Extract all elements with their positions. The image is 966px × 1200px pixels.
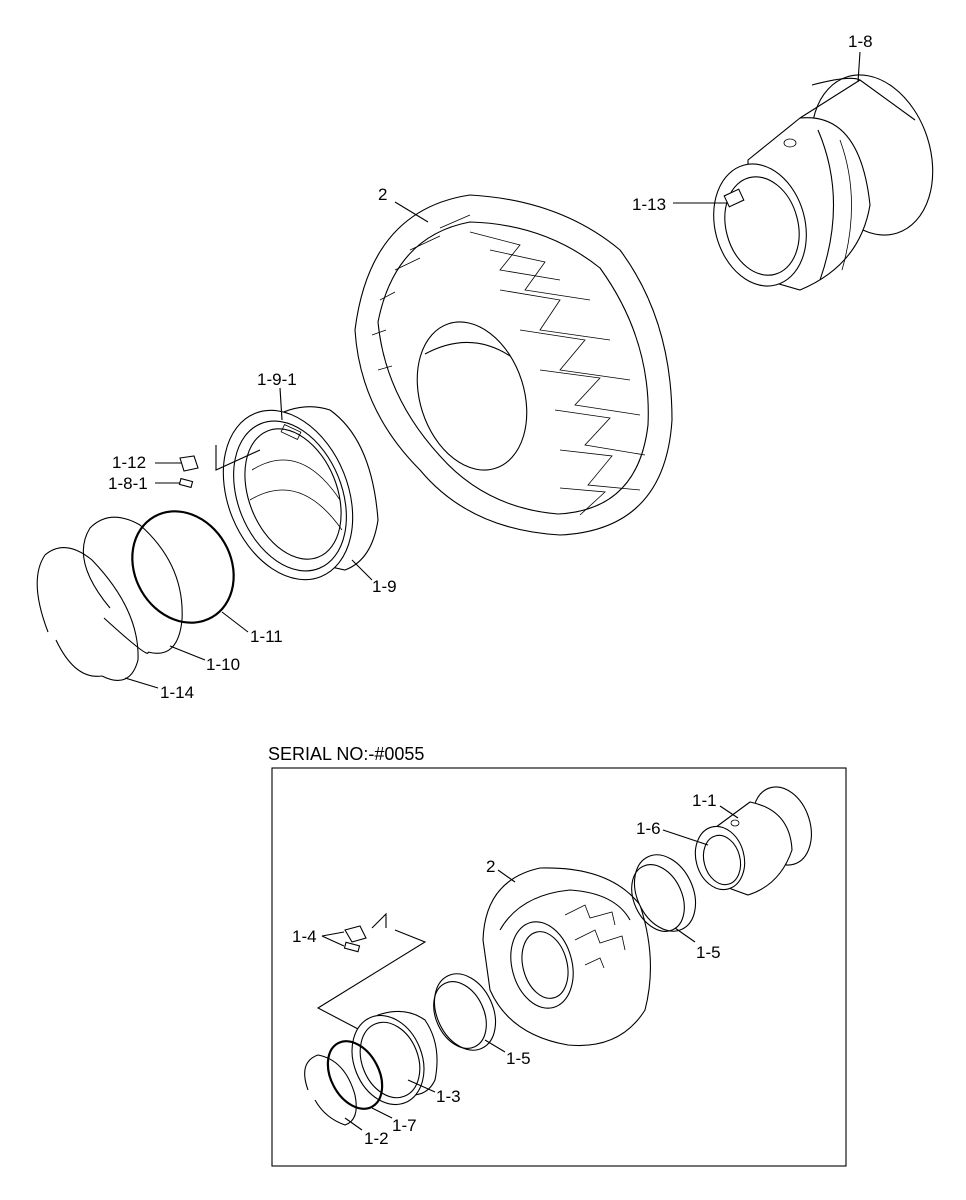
- callout-1-10: 1-10: [206, 655, 240, 674]
- serial-label: SERIAL NO:-#0055: [268, 744, 424, 764]
- callout-1-3: 1-3: [436, 1087, 461, 1106]
- lock-1-12: [179, 455, 199, 472]
- callout-1-5-left: 1-5: [506, 1049, 531, 1068]
- side-ring-1-10: [82, 516, 183, 654]
- rim-1-9: [222, 406, 379, 581]
- wheel-rim-1-8: [713, 74, 934, 291]
- inset-tire-2: [482, 867, 651, 1047]
- callout-1-12: 1-12: [112, 453, 146, 472]
- tire-2: [354, 194, 673, 536]
- inset-seat-ring-1-5-left: [433, 973, 497, 1051]
- inset-o-ring-1-7: [326, 1040, 384, 1110]
- callout-1-9-1: 1-9-1: [257, 370, 297, 389]
- lock-ring-1-14: [36, 547, 139, 681]
- callout-1-4: 1-4: [292, 927, 317, 946]
- inset-lock-ring-1-2: [304, 1054, 357, 1126]
- inset-frame: [271, 767, 847, 1167]
- callout-1-13: 1-13: [632, 195, 666, 214]
- inset-lock-parts-1-4: [316, 912, 427, 1031]
- callout-1-14: 1-14: [160, 683, 194, 702]
- key-1-8-1: [178, 477, 194, 489]
- callout-2-main: 2: [378, 185, 387, 204]
- inset-rim-1-3: [351, 1010, 438, 1106]
- callout-1-8: 1-8: [848, 32, 873, 51]
- inset-wheel-1-1: [694, 786, 812, 896]
- callout-1-2: 1-2: [364, 1129, 389, 1148]
- callout-1-7: 1-7: [392, 1116, 417, 1135]
- callout-1-8-1: 1-8-1: [108, 474, 148, 493]
- o-ring-1-11: [131, 510, 235, 624]
- callout-1-5-right: 1-5: [696, 943, 721, 962]
- callout-1-9: 1-9: [372, 577, 397, 596]
- callout-1-11: 1-11: [250, 627, 283, 646]
- callout-1-6: 1-6: [636, 819, 661, 838]
- callout-1-1: 1-1: [692, 791, 717, 810]
- inset-seat-ring-1-5-right: [631, 854, 697, 932]
- valve-1-13: [723, 188, 745, 208]
- callout-2-inset: 2: [486, 857, 495, 876]
